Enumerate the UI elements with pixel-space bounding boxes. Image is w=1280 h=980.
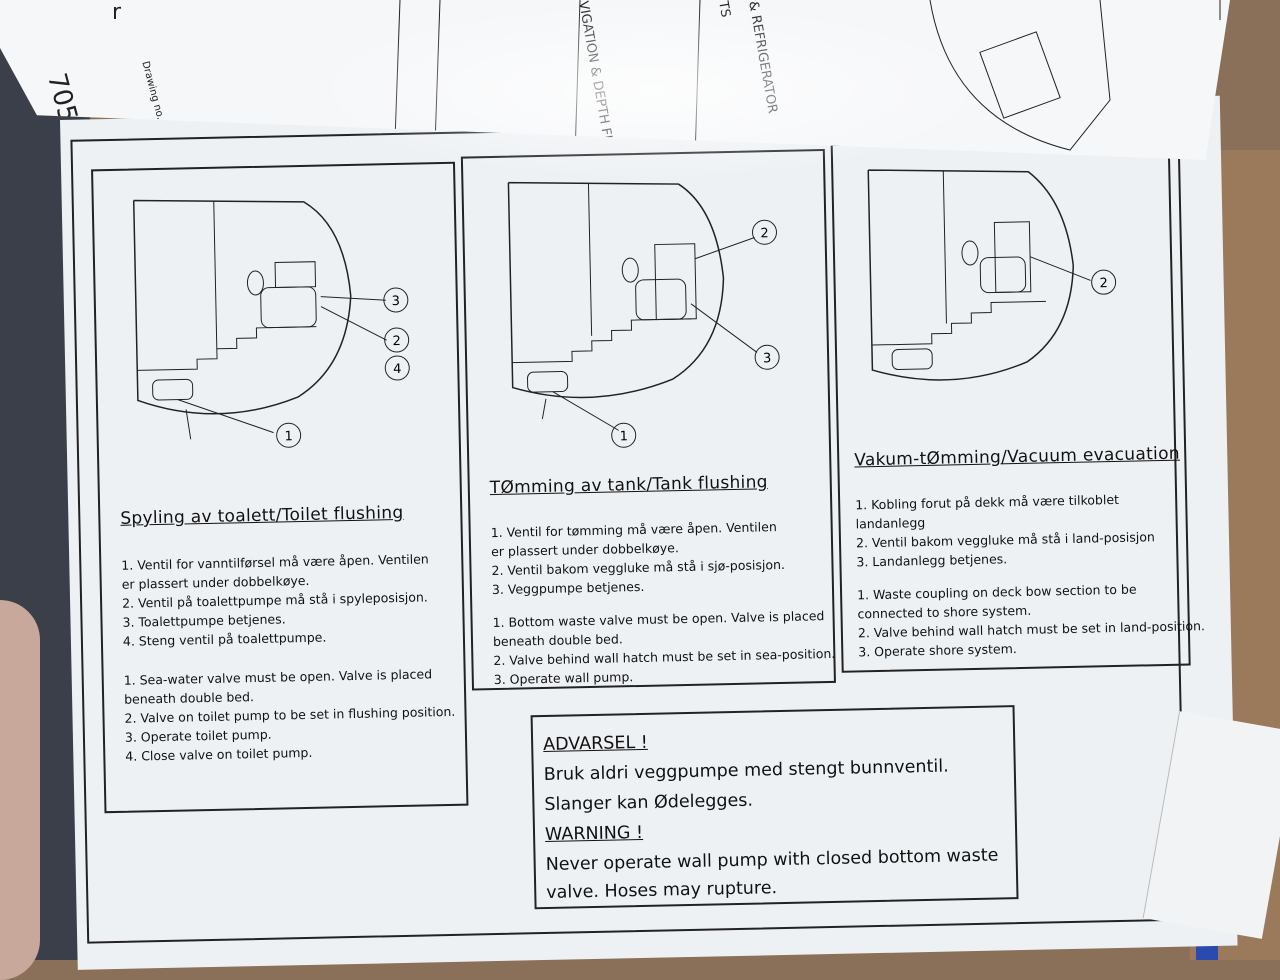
callout-3-label: 3 (392, 294, 401, 309)
callout-4-label: 4 (393, 362, 402, 377)
warning-heading-english: WARNING ! (544, 822, 644, 845)
callout-2-label: 2 (760, 226, 769, 241)
panel-vacuum-evacuation: 2 Vakum-tØmming/Vacuum evacuation 1. Kob… (830, 136, 1205, 673)
panel-toilet-flushing: 3 2 4 1 Spyling av toalett/Toilet flushi… (91, 161, 469, 814)
warning-box: ADVARSEL ! Bruk aldri veggpumpe med sten… (530, 705, 1019, 910)
steps-norwegian: 1. Kobling forut på dekk må være tilkobl… (855, 489, 1155, 571)
callout-1 (611, 422, 637, 448)
callout-2-label: 2 (392, 334, 401, 349)
tank-flushing-diagram: 2 3 1 (507, 181, 780, 448)
steps-norwegian: 1. Ventil for vanntilførsel må være åpen… (121, 549, 430, 650)
panel-title: Vakum-tØmming/Vacuum evacuation (854, 443, 1181, 471)
callout-3 (754, 344, 780, 370)
panel-tank-flushing: 2 3 1 TØmming av tank/Tank flushing 1. V… (460, 148, 836, 691)
warning-text-norwegian-1: Bruk aldri veggpumpe med stengt bunnvent… (543, 756, 949, 786)
steps-english: 1. Waste coupling on deck bow section to… (857, 578, 1206, 661)
callout-2 (1091, 269, 1117, 295)
warning-text-english-1: Never operate wall pump with closed bott… (545, 845, 999, 875)
callout-3-label: 3 (763, 351, 772, 366)
callout-2 (384, 327, 410, 353)
callout-3 (383, 287, 409, 313)
steps-english: 1. Sea-water valve must be open. Valve i… (124, 664, 457, 766)
toilet-flushing-diagram: 3 2 4 1 (132, 199, 410, 448)
panel-title: TØmming av tank/Tank flushing (489, 472, 768, 499)
warning-text-norwegian-2: Slanger kan Ødelegges. (544, 790, 754, 816)
callout-4 (384, 355, 410, 381)
corner-letter: r (112, 0, 122, 25)
callout-2 (752, 219, 778, 245)
thumb (0, 600, 40, 980)
vacuum-evacuation-diagram: 2 (867, 169, 1117, 381)
callout-1-label: 1 (284, 429, 293, 444)
manual-page: 3 2 4 1 Spyling av toalett/Toilet flushi… (60, 95, 1238, 970)
panel-title: Spyling av toalett/Toilet flushing (120, 502, 404, 529)
callout-2-label: 2 (1099, 276, 1108, 291)
steps-norwegian: 1. Ventil for tømming må være åpen. Vent… (491, 517, 786, 599)
warning-text-english-2: valve. Hoses may rupture. (546, 878, 778, 903)
warning-heading-norwegian: ADVARSEL ! (542, 732, 649, 756)
callout-1-label: 1 (619, 429, 628, 444)
callout-1 (276, 422, 302, 448)
steps-english: 1. Bottom waste valve must be open. Valv… (492, 606, 835, 689)
